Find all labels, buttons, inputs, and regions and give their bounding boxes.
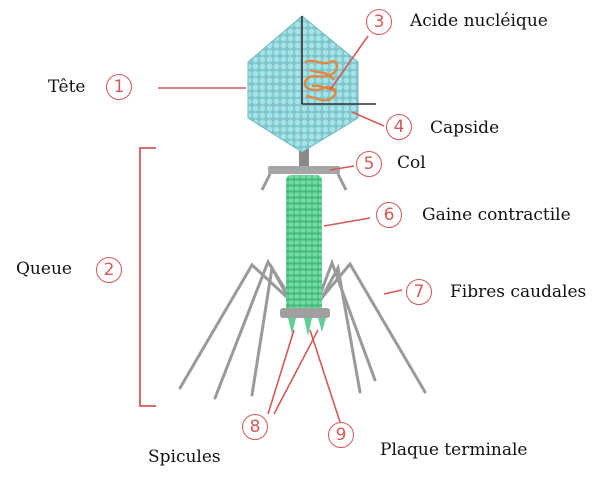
label-queue: Queue	[16, 259, 72, 279]
marker-4: 4	[386, 114, 412, 140]
spicules	[288, 318, 326, 336]
marker-3: 3	[366, 9, 392, 35]
marker-6: 6	[376, 202, 402, 228]
label-col: Col	[397, 153, 426, 173]
marker-7: 7	[406, 279, 432, 305]
label-acide-nucleique: Acide nucléique	[410, 11, 548, 31]
marker-1: 1	[106, 74, 132, 100]
collar	[260, 148, 348, 191]
marker-9: 9	[328, 422, 354, 448]
queue-bracket	[139, 147, 156, 407]
label-capside: Capside	[430, 118, 500, 138]
leader-lines	[158, 35, 403, 423]
marker-2: 2	[96, 257, 122, 283]
label-spicules: Spicules	[148, 447, 221, 467]
marker-5: 5	[356, 151, 382, 177]
base-plate	[280, 308, 330, 318]
label-plaque-terminale: Plaque terminale	[380, 440, 528, 460]
nucleic-acid-strand	[303, 59, 339, 102]
capsid-head	[247, 15, 376, 153]
contractile-sheath	[286, 175, 322, 313]
marker-8: 8	[242, 414, 268, 440]
label-fibres-caudales: Fibres caudales	[450, 282, 587, 302]
label-tete: Tête	[48, 77, 86, 97]
label-gaine-contractile: Gaine contractile	[422, 205, 571, 225]
